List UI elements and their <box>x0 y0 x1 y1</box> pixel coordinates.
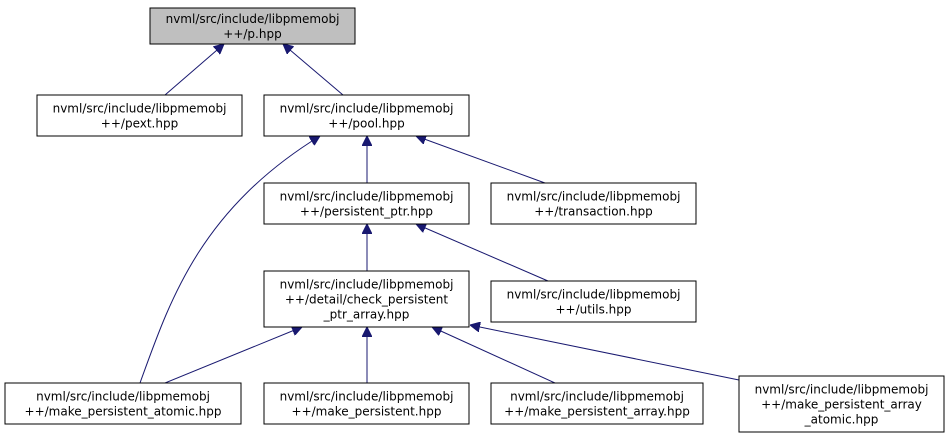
node-pool[interactable]: nvml/src/include/libpmemobj++/pool.hpp <box>263 94 470 137</box>
edge-make_atomic-to-pool <box>139 136 320 384</box>
node-label-line: nvml/src/include/libpmemobj <box>510 390 684 404</box>
edge-line <box>139 136 320 384</box>
node-label-line: nvml/src/include/libpmemobj <box>36 390 210 404</box>
node-utils[interactable]: nvml/src/include/libpmemobj++/utils.hpp <box>490 280 697 323</box>
node-pext[interactable]: nvml/src/include/libpmemobj++/pext.hpp <box>36 94 243 137</box>
node-make-array-atomic[interactable]: nvml/src/include/libpmemobj++/make_persi… <box>738 375 945 433</box>
node-box <box>36 94 243 137</box>
node-label-line: nvml/src/include/libpmemobj <box>755 383 929 397</box>
node-label-line: nvml/src/include/libpmemobj <box>280 390 454 404</box>
node-label-line: ++/make_persistent_array <box>761 398 922 412</box>
edge-line <box>416 224 549 282</box>
node-label-line: ++/make_persistent_array.hpp <box>504 405 690 419</box>
node-box <box>490 182 697 225</box>
edge-transaction-to-pool <box>416 136 546 184</box>
node-box <box>263 382 470 425</box>
node-label-line: nvml/src/include/libpmemobj <box>53 102 227 116</box>
node-label-line: _ptr_array.hpp <box>323 308 410 322</box>
node-box <box>4 382 242 425</box>
node-persistent-ptr[interactable]: nvml/src/include/libpmemobj++/persistent… <box>263 182 470 225</box>
node-label-line: ++/detail/check_persistent <box>285 293 449 307</box>
node-box <box>490 382 704 425</box>
node-box <box>490 280 697 323</box>
edge-pext-to-p <box>164 44 224 96</box>
edge-line <box>164 44 224 96</box>
node-label-line: ++/pool.hpp <box>328 117 404 131</box>
edge-make_atomic-to-check_array <box>164 327 302 384</box>
edge-make_array_atomic-to-check_array <box>470 325 740 381</box>
node-box <box>263 270 470 328</box>
node-make[interactable]: nvml/src/include/libpmemobj++/make_persi… <box>263 382 470 425</box>
edges-layer <box>139 44 740 384</box>
node-label-line: ++/make_persistent_atomic.hpp <box>25 405 222 419</box>
node-p: nvml/src/include/libpmemobj++/p.hpp <box>149 7 356 45</box>
nodes-layer: nvml/src/include/libpmemobj++/p.hppnvml/… <box>4 7 945 433</box>
edge-pool-to-p <box>283 44 344 96</box>
node-transaction[interactable]: nvml/src/include/libpmemobj++/transactio… <box>490 182 697 225</box>
node-box <box>263 182 470 225</box>
node-label-line: nvml/src/include/libpmemobj <box>507 288 681 302</box>
edge-line <box>416 136 546 184</box>
node-label-line: nvml/src/include/libpmemobj <box>280 278 454 292</box>
node-label-line: nvml/src/include/libpmemobj <box>166 12 340 26</box>
node-label-line: ++/utils.hpp <box>555 303 631 317</box>
edge-line <box>432 327 556 384</box>
node-label-line: ++/pext.hpp <box>101 117 178 131</box>
node-label-line: nvml/src/include/libpmemobj <box>280 102 454 116</box>
node-box <box>263 94 470 137</box>
node-label-line: nvml/src/include/libpmemobj <box>280 190 454 204</box>
node-label-line: ++/make_persistent.hpp <box>292 405 442 419</box>
node-label-line: ++/transaction.hpp <box>534 205 653 219</box>
node-box <box>738 375 945 433</box>
edge-line <box>283 44 344 96</box>
node-make-array[interactable]: nvml/src/include/libpmemobj++/make_persi… <box>490 382 704 425</box>
edge-make_array-to-check_array <box>432 327 556 384</box>
edge-line <box>164 327 302 384</box>
node-make-atomic[interactable]: nvml/src/include/libpmemobj++/make_persi… <box>4 382 242 425</box>
node-label-line: ++/p.hpp <box>223 27 281 41</box>
node-label-line: ++/persistent_ptr.hpp <box>300 205 433 219</box>
node-check-array[interactable]: nvml/src/include/libpmemobj++/detail/che… <box>263 270 470 328</box>
node-label-line: nvml/src/include/libpmemobj <box>507 190 681 204</box>
node-label-line: _atomic.hpp <box>804 413 879 427</box>
edge-utils-to-persistent_ptr <box>416 224 549 282</box>
edge-line <box>470 325 740 381</box>
node-box <box>149 7 356 45</box>
